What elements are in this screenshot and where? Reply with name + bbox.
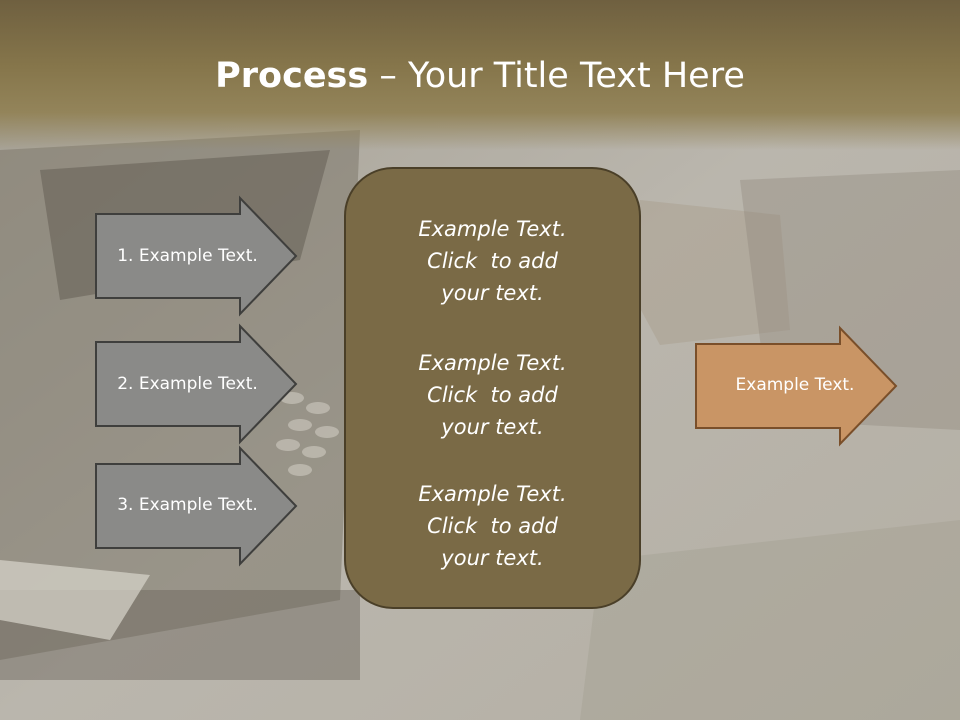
title-rest: – Your Title Text Here: [368, 56, 745, 96]
center-block-3-line-2: Click to add: [427, 514, 558, 538]
left-arrow-2[interactable]: [95, 323, 298, 445]
center-block-1-line-1: Example Text.: [418, 217, 567, 241]
center-block-2-line-3: your text.: [441, 415, 544, 439]
left-arrow-3-label: 3. Example Text.: [117, 495, 258, 515]
left-arrow-2-label: 2. Example Text.: [117, 374, 258, 394]
center-text-block-3: Example Text. Click to add your text.: [345, 478, 640, 574]
right-arrow[interactable]: [695, 325, 898, 447]
left-arrow-1[interactable]: [95, 195, 298, 317]
center-box[interactable]: [344, 167, 641, 609]
center-block-3-line-1: Example Text.: [418, 482, 567, 506]
title-band: [0, 0, 960, 150]
center-block-1-line-2: Click to add: [427, 249, 558, 273]
right-arrow-label: Example Text.: [735, 375, 855, 395]
center-text-block-1: Example Text. Click to add your text.: [345, 213, 640, 309]
left-arrow-1-label: 1. Example Text.: [117, 246, 258, 266]
title-bold: Process: [215, 56, 369, 96]
center-block-1-line-3: your text.: [441, 281, 544, 305]
center-block-2-line-2: Click to add: [427, 383, 558, 407]
left-arrow-3[interactable]: [95, 445, 298, 567]
center-block-3-line-3: your text.: [441, 546, 544, 570]
slide-title: Process – Your Title Text Here: [0, 52, 960, 100]
center-text-block-2: Example Text. Click to add your text.: [345, 347, 640, 443]
center-block-2-line-1: Example Text.: [418, 351, 567, 375]
